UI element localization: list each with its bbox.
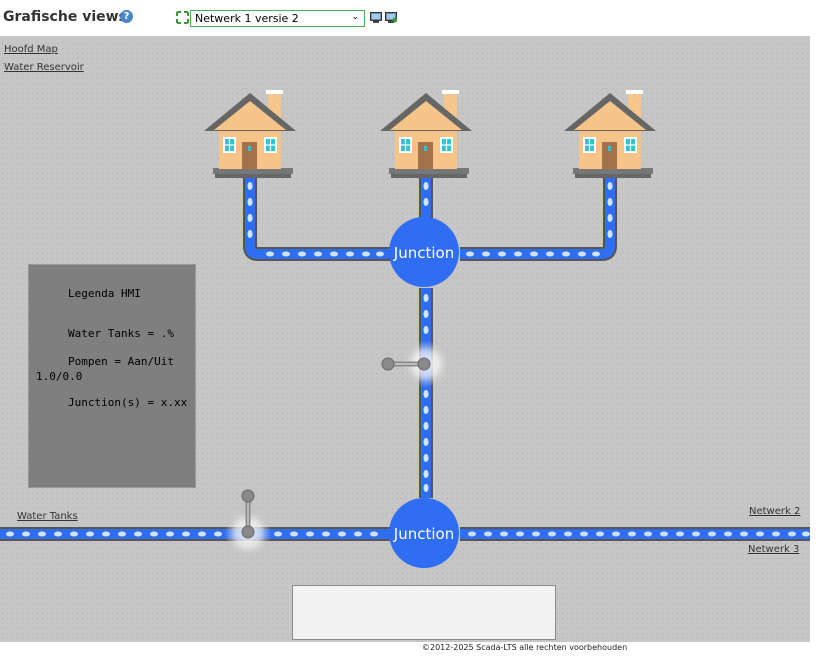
water-tanks-link[interactable]: Water Tanks xyxy=(17,511,78,522)
legend-title: Legenda HMI xyxy=(68,287,141,300)
junction-top-label: Junction xyxy=(393,244,454,262)
chevron-down-icon: ⌄ xyxy=(351,12,359,22)
junction-bottom[interactable]: Junction xyxy=(389,498,459,568)
water-reservoir-link[interactable]: Water Reservoir xyxy=(4,62,84,73)
junction-top[interactable]: Junction xyxy=(389,217,459,287)
network-diagram: Junction Junction xyxy=(0,89,810,568)
water-drops xyxy=(6,182,810,537)
graphical-view-canvas: Hoofd Map Water Reservoir Water Tanks Ne… xyxy=(0,36,810,642)
value-display-box xyxy=(292,585,556,640)
valve-icon[interactable] xyxy=(224,489,272,557)
legend-pompen: Pompen = Aan/Uit xyxy=(68,355,174,368)
hoofd-map-link[interactable]: Hoofd Map xyxy=(4,44,58,55)
house-icon xyxy=(379,89,473,179)
house-icon xyxy=(203,89,297,179)
add-view-icon[interactable] xyxy=(385,12,397,23)
legend-panel: Legenda HMI Water Tanks = .% Pompen = Aa… xyxy=(28,264,196,488)
view-select-value: Netwerk 1 versie 2 xyxy=(195,12,299,25)
netwerk-2-link[interactable]: Netwerk 2 xyxy=(749,506,801,517)
header: Grafische views ? Netwerk 1 versie 2 ⌄ xyxy=(0,0,830,36)
legend-junctions: Junction(s) = x.xx xyxy=(68,396,188,409)
legend-water-tanks: Water Tanks = .% xyxy=(68,327,174,340)
footer-copyright: ©2012-2025 Scada-LTS alle rechten voorbe… xyxy=(422,643,628,652)
netwerk-3-link[interactable]: Netwerk 3 xyxy=(748,544,800,555)
legend-pompen-values: 1.0/0.0 xyxy=(36,370,83,383)
view-select[interactable]: Netwerk 1 versie 2 ⌄ xyxy=(190,10,365,27)
valve-icon[interactable] xyxy=(381,340,450,388)
house-icon xyxy=(563,89,657,179)
help-icon[interactable]: ? xyxy=(120,10,133,23)
junction-bottom-label: Junction xyxy=(393,525,454,543)
fullscreen-icon[interactable] xyxy=(176,11,189,24)
edit-view-icon[interactable] xyxy=(370,12,382,23)
page-title: Grafische views xyxy=(3,9,127,25)
